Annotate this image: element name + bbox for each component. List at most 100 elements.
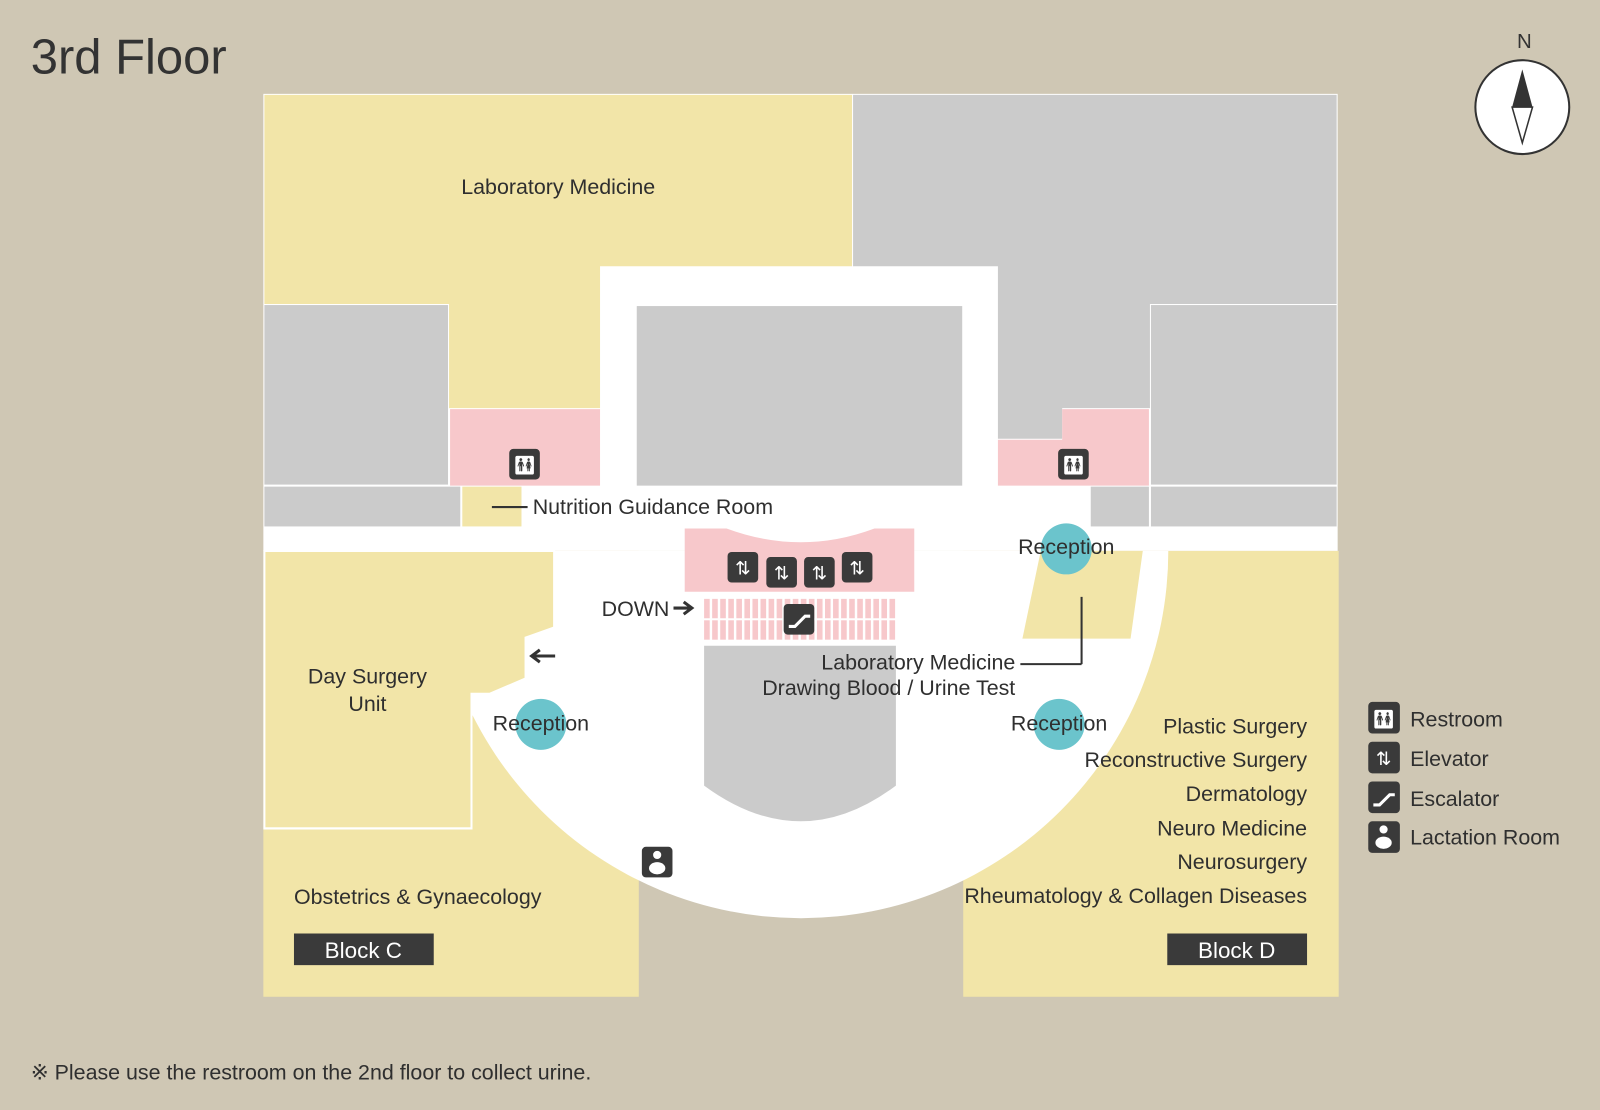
label-lab-drawing: Laboratory Medicine — [821, 650, 1015, 674]
escalator-step — [768, 598, 775, 619]
svg-text:Block C: Block C — [325, 938, 402, 963]
svg-text:🚻︎: 🚻︎ — [1372, 708, 1395, 729]
escalator-step — [736, 620, 742, 640]
room-day-surgery-unit[interactable] — [263, 549, 556, 830]
escalator-step — [873, 620, 879, 640]
escalator-step — [865, 620, 871, 640]
elevator-icon — [1368, 741, 1400, 774]
label-department: Dermatology — [1186, 782, 1308, 806]
restroom-icon: 🚻︎ — [1058, 448, 1089, 480]
label-department: Plastic Surgery — [1163, 715, 1307, 739]
escalator-step — [736, 598, 742, 619]
svg-text:⇅: ⇅ — [849, 557, 864, 578]
escalator-step — [752, 620, 759, 640]
escalator-step — [728, 620, 734, 640]
svg-text:🚻︎: 🚻︎ — [1062, 454, 1085, 475]
elevator-icon: ⇅ — [766, 557, 797, 588]
room-unassigned — [1150, 305, 1337, 485]
escalator-step — [857, 620, 863, 640]
escalator-step — [712, 620, 718, 640]
label-laboratory-medicine: Laboratory Medicine — [461, 175, 655, 199]
label-reception: Reception — [1018, 535, 1114, 559]
svg-text:🚻︎: 🚻︎ — [513, 454, 536, 475]
label-nutrition-guidance: Nutrition Guidance Room — [533, 495, 773, 519]
escalator-step — [841, 598, 847, 619]
escalator-step — [849, 620, 855, 640]
legend-item-restroom: 🚻︎ Restroom — [1368, 701, 1503, 734]
elevator-icon: ⇅ — [841, 551, 873, 583]
room-laboratory-drawing-blood[interactable] — [704, 645, 896, 822]
escalator-step — [816, 620, 823, 640]
svg-text:⇅: ⇅ — [812, 562, 827, 583]
label-day-surgery: Day Surgery — [308, 665, 427, 689]
escalator-step — [760, 598, 767, 619]
escalator-step — [752, 598, 759, 619]
escalator-step — [889, 598, 896, 619]
legend-item-elevator: ⇅Elevator — [1368, 741, 1489, 774]
escalator-step — [873, 598, 879, 619]
escalator-step — [776, 598, 783, 619]
arrow-right-icon — [673, 600, 695, 616]
reception-area-right — [1022, 550, 1143, 639]
room-unassigned — [264, 305, 449, 485]
escalator-step — [768, 620, 775, 640]
escalator-step — [841, 620, 847, 640]
room-unassigned — [264, 486, 461, 527]
svg-text:Escalator: Escalator — [1410, 787, 1499, 811]
room-central — [636, 306, 963, 486]
escalator-step — [712, 598, 718, 619]
escalator-step — [704, 598, 710, 619]
legend: 🚻︎ Restroom ⇅Elevator Escalator Lactation… — [1368, 701, 1560, 853]
escalator-step — [865, 598, 871, 619]
compass-north-label: N — [1517, 31, 1532, 53]
svg-text:⇅: ⇅ — [735, 557, 750, 578]
label-reception: Reception — [1011, 711, 1107, 735]
escalator-step — [816, 598, 823, 619]
svg-text:⇅: ⇅ — [774, 562, 789, 583]
escalator-step — [720, 598, 726, 619]
escalator-step — [889, 620, 896, 640]
label-department: Rheumatology & Collagen Diseases — [964, 884, 1307, 908]
room-laboratory-medicine[interactable] — [264, 94, 853, 409]
restroom-icon: 🚻︎ — [509, 448, 540, 480]
escalator-step — [776, 620, 783, 640]
svg-text:Block D: Block D — [1198, 938, 1275, 963]
room-unassigned — [1090, 486, 1149, 527]
label-drawing-blood: Drawing Blood / Urine Test — [762, 676, 1015, 700]
escalator-step — [760, 620, 767, 640]
svg-text:Elevator: Elevator — [1410, 747, 1489, 771]
reception-marker — [515, 698, 567, 750]
label-day-surgery-unit: Unit — [348, 692, 386, 716]
escalator-step — [857, 598, 863, 619]
escalator-step — [720, 620, 726, 640]
label-down: DOWN — [602, 597, 670, 621]
block-d-department-list: Plastic Surgery Reconstructive Surgery D… — [964, 715, 1307, 908]
floor-title: 3rd Floor — [31, 30, 227, 84]
block-d-badge: Block D — [1167, 933, 1308, 966]
escalator-step — [824, 620, 831, 640]
escalator-step — [824, 598, 831, 619]
label-reception: Reception — [493, 711, 589, 735]
arrow-left-icon — [529, 648, 556, 664]
svg-text:Lactation Room: Lactation Room — [1410, 826, 1560, 850]
label-department: Neuro Medicine — [1157, 817, 1307, 841]
restroom-icon — [1368, 701, 1400, 734]
elevator-icon: ⇅ — [804, 557, 835, 588]
escalator-step — [833, 598, 839, 619]
room-unassigned — [853, 94, 1337, 439]
legend-item-escalator: Escalator — [1368, 781, 1499, 814]
block-c-badge: Block C — [293, 933, 434, 966]
escalator-step — [881, 598, 888, 619]
reception-marker — [1040, 523, 1092, 575]
label-obstetrics: Obstetrics & Gynaecology — [294, 885, 542, 909]
escalator-step — [744, 598, 751, 619]
escalator-step — [744, 620, 751, 640]
restroom-area-right — [997, 409, 1149, 486]
escalator-step — [881, 620, 888, 640]
svg-text:Restroom: Restroom — [1410, 707, 1503, 731]
elevator-icon: ⇅ — [727, 551, 759, 583]
reception-marker — [1033, 698, 1085, 750]
escalator-step — [704, 620, 710, 640]
escalator-step — [833, 620, 839, 640]
